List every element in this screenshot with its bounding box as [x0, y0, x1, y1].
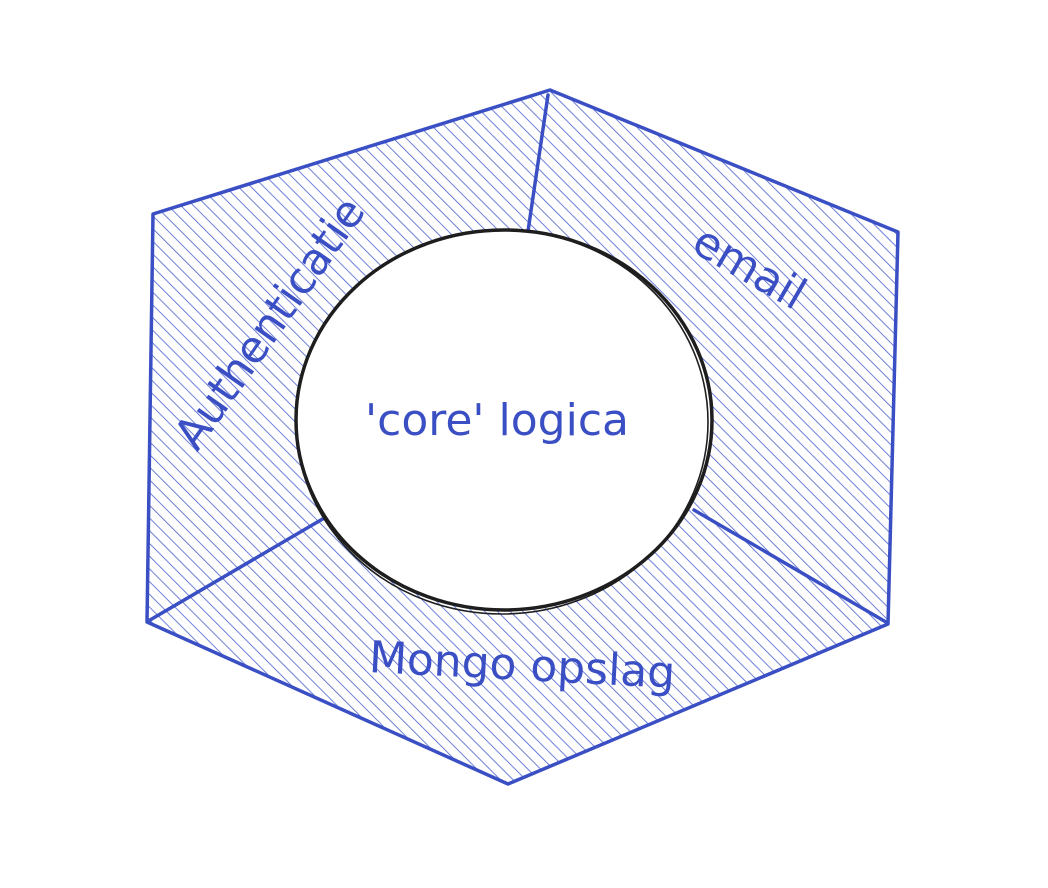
divider-top [525, 93, 550, 240]
divider-left [148, 515, 328, 622]
divider-right [692, 508, 888, 624]
core-label: 'core' logica [365, 395, 629, 446]
core-circle-sketch-stroke [295, 229, 709, 615]
